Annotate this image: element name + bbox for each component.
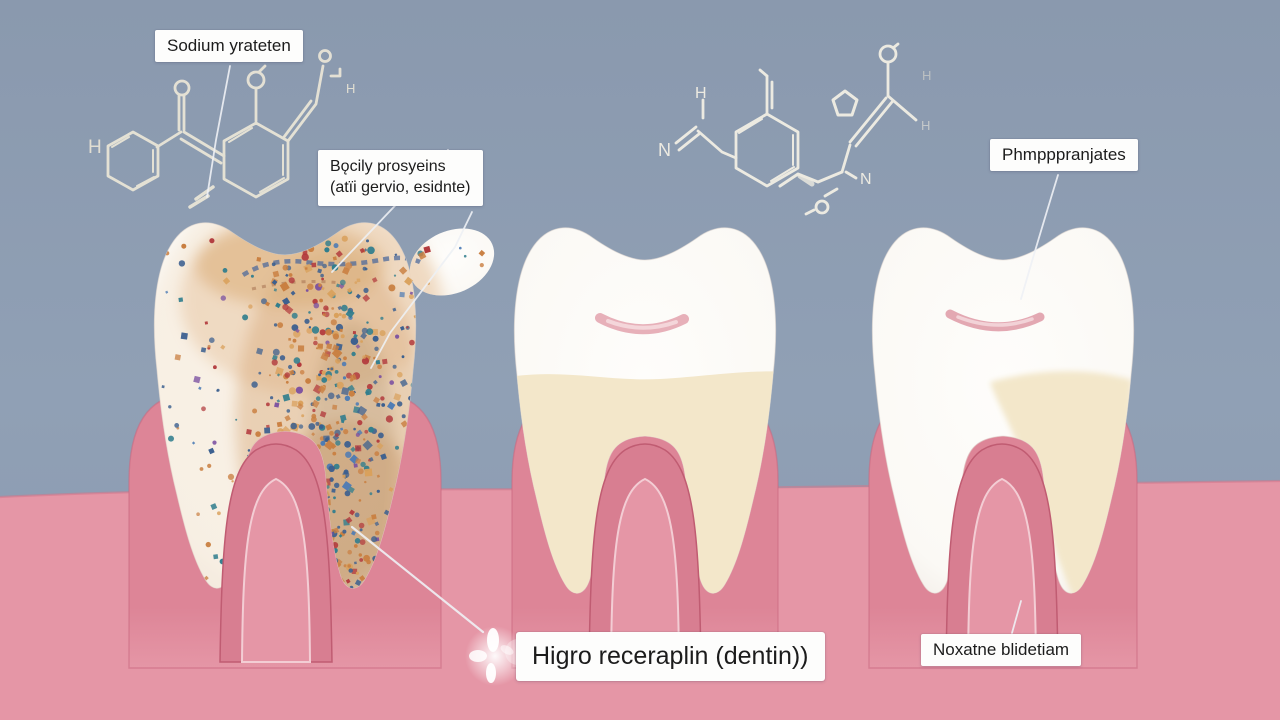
gum-arch-left bbox=[219, 443, 333, 663]
chemical-structure-left: H H bbox=[88, 49, 355, 209]
leader-line-biofilm bbox=[1011, 600, 1022, 634]
dentin-patch bbox=[990, 371, 1132, 594]
atom-label-h: H bbox=[922, 68, 931, 83]
gum-arches bbox=[219, 443, 1059, 663]
label-biofilm: Noxatne blidetiam bbox=[921, 634, 1082, 667]
gum-arch-middle bbox=[588, 443, 702, 663]
label-sodium-compound: Sodium yrateten bbox=[155, 30, 303, 63]
gum-arch-right bbox=[945, 443, 1059, 663]
atom-label-h: H bbox=[88, 137, 102, 158]
label-proteins: Bǫcily prosyeins (atïi gervio, esidnte) bbox=[318, 150, 483, 206]
atom-label-h: H bbox=[346, 81, 355, 96]
atom-label-h: H bbox=[921, 118, 930, 133]
label-proteins-line1: Bǫcily prosyeins bbox=[330, 158, 446, 175]
atom-label-h: H bbox=[695, 85, 707, 102]
label-dentin: Higro receraplin (dentin)) bbox=[516, 632, 825, 681]
leader-line-phosphates bbox=[1020, 174, 1059, 300]
chemical-structure-right: H N H N H bbox=[658, 42, 931, 216]
label-proteins-line2: (atïi gervio, esidnte) bbox=[330, 178, 471, 196]
atom-label-n: N bbox=[658, 140, 671, 160]
tooth-clean-right bbox=[871, 227, 1135, 594]
cusp-crescent-highlight bbox=[606, 319, 678, 330]
leader-line-proteins-b bbox=[370, 211, 473, 369]
cusp-crescent-highlight bbox=[956, 315, 1034, 327]
leader-line-dentin bbox=[350, 525, 485, 634]
leader-line-sodium bbox=[206, 65, 231, 198]
atom-label-n: N bbox=[860, 171, 872, 188]
label-phosphates: Phmpppranjates bbox=[990, 139, 1138, 172]
